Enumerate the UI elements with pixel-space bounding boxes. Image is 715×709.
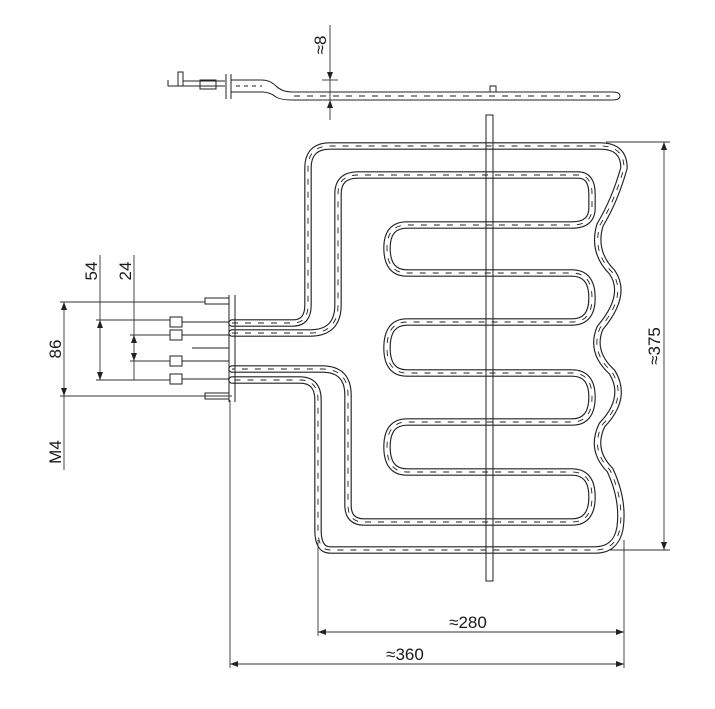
terminal-inner-label: 24 [116,262,135,281]
overall-width-dimension: ≈360 [229,400,625,668]
height-label: ≈375 [645,327,664,365]
thread-label: M4 [46,440,65,464]
terminal-block [169,295,236,402]
heating-element-plan [232,114,624,582]
side-view [167,71,621,101]
thickness-dimension: ≈8 [311,25,338,120]
inner-width-label: ≈280 [449,613,487,632]
inner-width-dimension: ≈280 [317,540,625,636]
terminal-dimensions: 86 54 24 M4 [46,255,232,470]
support-bar [485,114,494,582]
thickness-label: ≈8 [311,36,330,55]
terminal-outer-label: 54 [82,262,101,281]
terminal-pins [169,316,229,385]
overall-width-label: ≈360 [386,645,424,664]
terminal-span-label: 86 [46,340,65,359]
height-dimension: ≈375 [606,141,670,551]
